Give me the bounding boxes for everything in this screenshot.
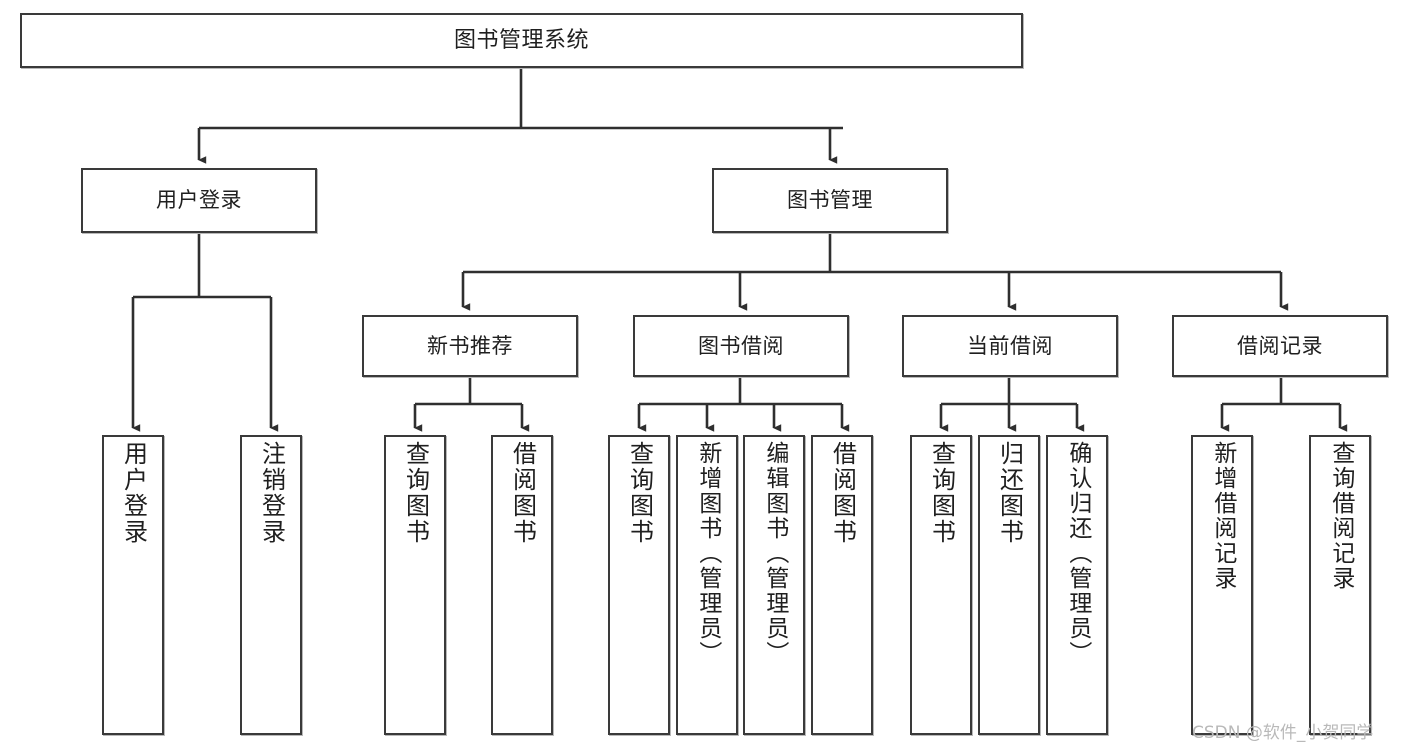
leaf-add-borrow-record[interactable]: 新增借阅记录 — [1191, 435, 1253, 735]
node-label: 归还图书 — [995, 441, 1024, 545]
node-label: 新增图书（管理员） — [694, 441, 721, 666]
node-label: 编辑图书（管理员） — [761, 441, 788, 666]
node-label: 当前借阅 — [967, 333, 1053, 358]
node-label: 确认归还（管理员） — [1064, 441, 1091, 666]
node-label: 查询借阅记录 — [1327, 441, 1354, 591]
leaf-query-book-current[interactable]: 查询图书 — [910, 435, 972, 735]
node-book-management[interactable]: 图书管理 — [712, 168, 948, 233]
node-label: 借阅图书 — [828, 441, 857, 545]
leaf-borrow-book[interactable]: 借阅图书 — [811, 435, 873, 735]
node-current-borrow[interactable]: 当前借阅 — [902, 315, 1118, 377]
node-label: 借阅记录 — [1237, 333, 1323, 358]
node-new-book-recommend[interactable]: 新书推荐 — [362, 315, 578, 377]
node-label: 用户登录 — [156, 188, 242, 213]
node-label: 图书管理系统 — [453, 27, 589, 53]
node-label: 用户登录 — [119, 441, 148, 545]
node-label: 图书管理 — [787, 188, 873, 213]
node-label: 借阅图书 — [508, 441, 537, 545]
leaf-borrow-book-recommend[interactable]: 借阅图书 — [491, 435, 553, 735]
node-label: 新增借阅记录 — [1209, 441, 1236, 591]
node-book-borrow[interactable]: 图书借阅 — [633, 315, 849, 377]
node-label: 新书推荐 — [427, 333, 513, 358]
node-root-book-management-system[interactable]: 图书管理系统 — [20, 13, 1023, 68]
leaf-query-borrow-record[interactable]: 查询借阅记录 — [1309, 435, 1371, 735]
leaf-query-book-recommend[interactable]: 查询图书 — [384, 435, 446, 735]
leaf-add-book-admin[interactable]: 新增图书（管理员） — [676, 435, 738, 735]
node-user-login[interactable]: 用户登录 — [81, 168, 317, 233]
leaf-return-book[interactable]: 归还图书 — [978, 435, 1040, 735]
leaf-logout[interactable]: 注销登录 — [240, 435, 302, 735]
node-label: 查询图书 — [625, 441, 654, 545]
node-label: 注销登录 — [257, 441, 286, 545]
leaf-confirm-return-admin[interactable]: 确认归还（管理员） — [1046, 435, 1108, 735]
node-borrow-record[interactable]: 借阅记录 — [1172, 315, 1388, 377]
leaf-query-book-borrow[interactable]: 查询图书 — [608, 435, 670, 735]
node-label: 图书借阅 — [698, 333, 784, 358]
node-label: 查询图书 — [927, 441, 956, 545]
leaf-user-login[interactable]: 用户登录 — [102, 435, 164, 735]
csdn-watermark: CSDN @软件_小贺同学 — [1192, 723, 1374, 743]
node-label: 查询图书 — [401, 441, 430, 545]
leaf-edit-book-admin[interactable]: 编辑图书（管理员） — [743, 435, 805, 735]
